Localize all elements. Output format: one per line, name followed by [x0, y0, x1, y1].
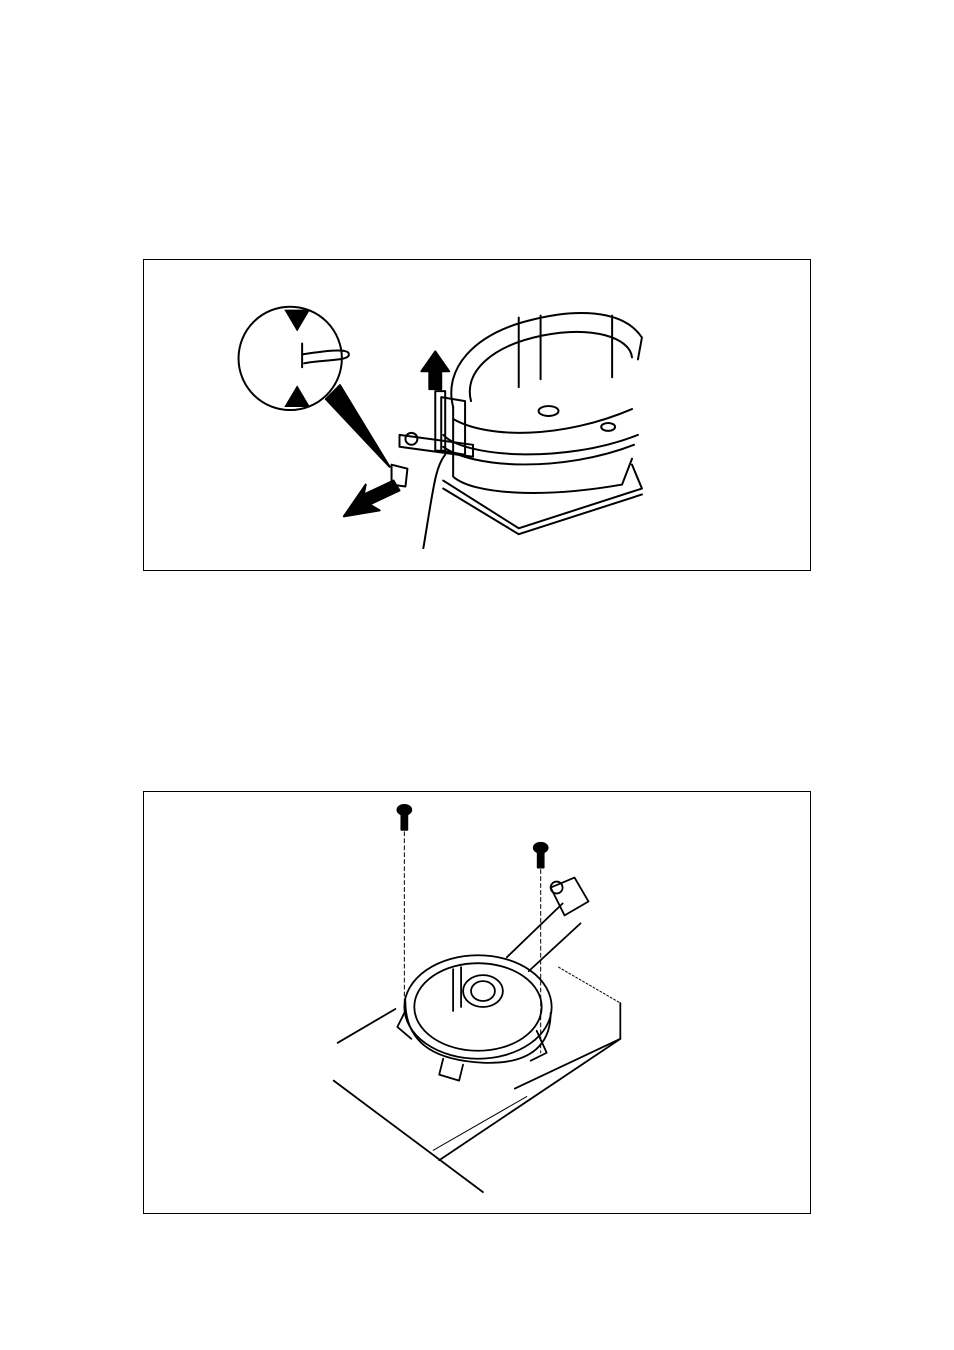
arrow-up-icon	[421, 351, 449, 389]
figure-1-frame	[143, 259, 811, 571]
detail-magnifier-icon	[239, 307, 390, 467]
figure-2-frame	[143, 791, 811, 1214]
base-plate-drawing	[334, 967, 621, 1192]
burner-head-drawing	[397, 878, 588, 1081]
screw-icon	[397, 805, 411, 1001]
arrow-down-left-icon	[344, 481, 400, 517]
figure-2-illustration	[144, 792, 810, 1213]
screw-icon	[534, 843, 548, 1053]
burner-housing-drawing	[392, 313, 642, 548]
figure-1-illustration	[144, 260, 810, 570]
